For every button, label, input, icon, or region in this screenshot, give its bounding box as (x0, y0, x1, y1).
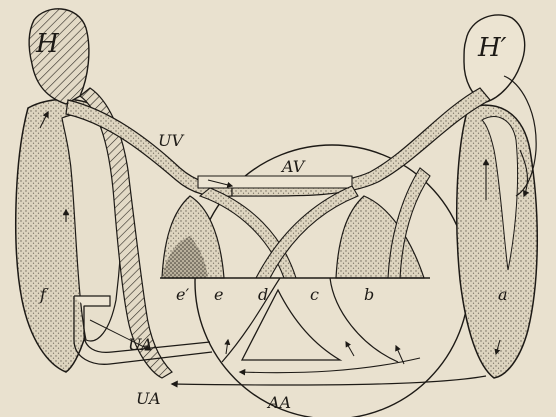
vessel-line-1 (222, 278, 280, 362)
arrow-UA-bottom (172, 376, 486, 385)
label-UA-inner: UA (128, 335, 153, 354)
label-a: a (498, 285, 508, 304)
label-c: c (310, 285, 319, 304)
label-b: b (364, 285, 374, 304)
label-UV: UV (158, 131, 184, 150)
label-e-prime: e′ (176, 285, 189, 304)
arrow-e-up (226, 340, 228, 354)
central-triangle (242, 290, 340, 360)
label-d: d (258, 285, 268, 304)
label-e: e (214, 285, 223, 304)
label-AA: AA (266, 393, 291, 412)
av-bar (198, 176, 352, 188)
label-AV: AV (280, 157, 306, 176)
label-UA-outer: UA (136, 389, 161, 408)
arrow-c-up (346, 342, 354, 356)
label-H-prime: H′ (477, 33, 507, 63)
label-H: H (35, 29, 60, 59)
